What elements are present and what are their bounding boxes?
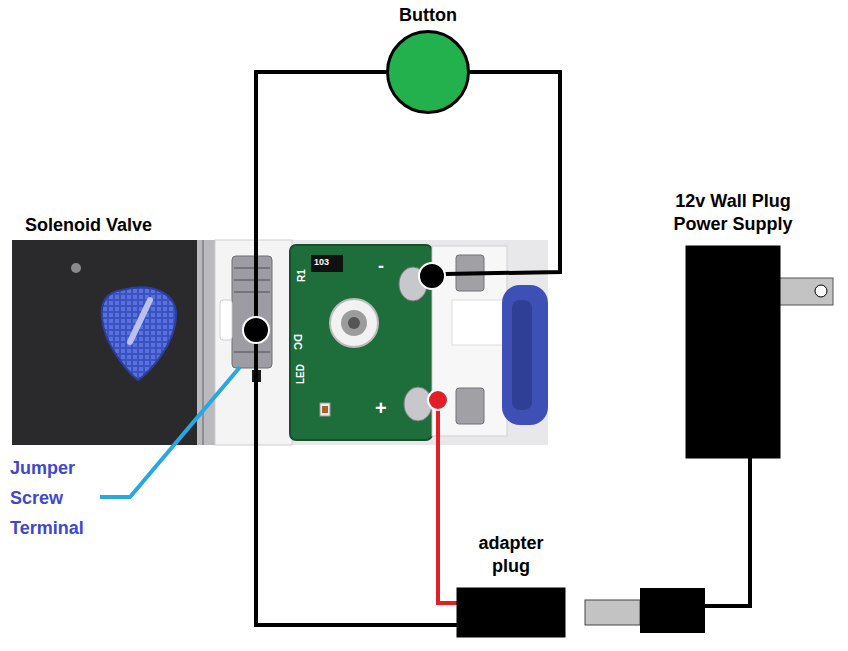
button-node: Button <box>386 4 470 114</box>
screw-post <box>456 388 484 424</box>
housing-bolt <box>71 263 81 273</box>
adapter-plug-node: adapter plug <box>457 532 565 637</box>
screw-terminal <box>232 256 272 368</box>
dc-socket-pin <box>348 317 360 329</box>
photo-ground <box>12 240 548 445</box>
pcb-marking: + <box>375 396 387 420</box>
barrel-pin <box>585 600 640 625</box>
button-circle <box>388 32 469 113</box>
positive-wire <box>438 400 457 603</box>
supply-cable <box>705 455 750 606</box>
led-symbol <box>320 403 330 416</box>
power-supply-body <box>686 246 780 458</box>
plug-prong <box>778 278 833 305</box>
part-label: Jumper Screw Terminal <box>10 453 100 543</box>
button-wire <box>445 72 560 274</box>
terminal-dot <box>243 317 269 343</box>
adapter-plug-body-outline <box>457 588 565 637</box>
resistor-symbol <box>311 255 343 272</box>
button-circle-outline <box>386 30 470 114</box>
pcb-marking: DC <box>291 334 304 350</box>
knob-slot <box>130 300 150 342</box>
node-heading: 12v Wall Plug Power Supply <box>658 190 808 236</box>
pcb-marking: R1 <box>296 269 308 282</box>
terminal-dot <box>419 263 445 289</box>
dc-socket-inner <box>341 310 367 336</box>
blue-cap-shade <box>512 300 532 410</box>
barrel-connector <box>640 588 705 633</box>
pcb-marking: - <box>378 256 384 278</box>
button-circle <box>386 30 470 114</box>
screw-threads <box>234 268 270 352</box>
node-heading: Button <box>399 4 457 27</box>
pcb-marking: 103 <box>314 257 329 268</box>
blue-knob <box>102 287 176 380</box>
power-supply-body <box>686 246 780 458</box>
valve-housing <box>12 240 197 445</box>
circuit-board <box>290 245 432 440</box>
housing-window <box>452 300 504 345</box>
node-heading: adapter plug <box>465 532 557 578</box>
prong-hole <box>815 285 827 297</box>
terminal-block <box>215 240 292 445</box>
led-die <box>322 406 328 413</box>
adapter-plug-body <box>457 588 565 637</box>
blue-cap <box>502 285 548 425</box>
pcb-marking: LED <box>295 364 307 384</box>
terminal-clip <box>220 300 232 340</box>
adapter-plug-body <box>457 588 565 637</box>
leader-line <box>100 367 240 497</box>
wire-connector <box>256 72 457 625</box>
part-label: Solenoid Valve <box>25 215 152 237</box>
terminal-dot <box>428 390 448 410</box>
power-supply-body-outline <box>686 246 780 458</box>
power-supply-node: 12v Wall Plug Power Supply <box>658 190 808 458</box>
dc-socket <box>330 299 378 347</box>
